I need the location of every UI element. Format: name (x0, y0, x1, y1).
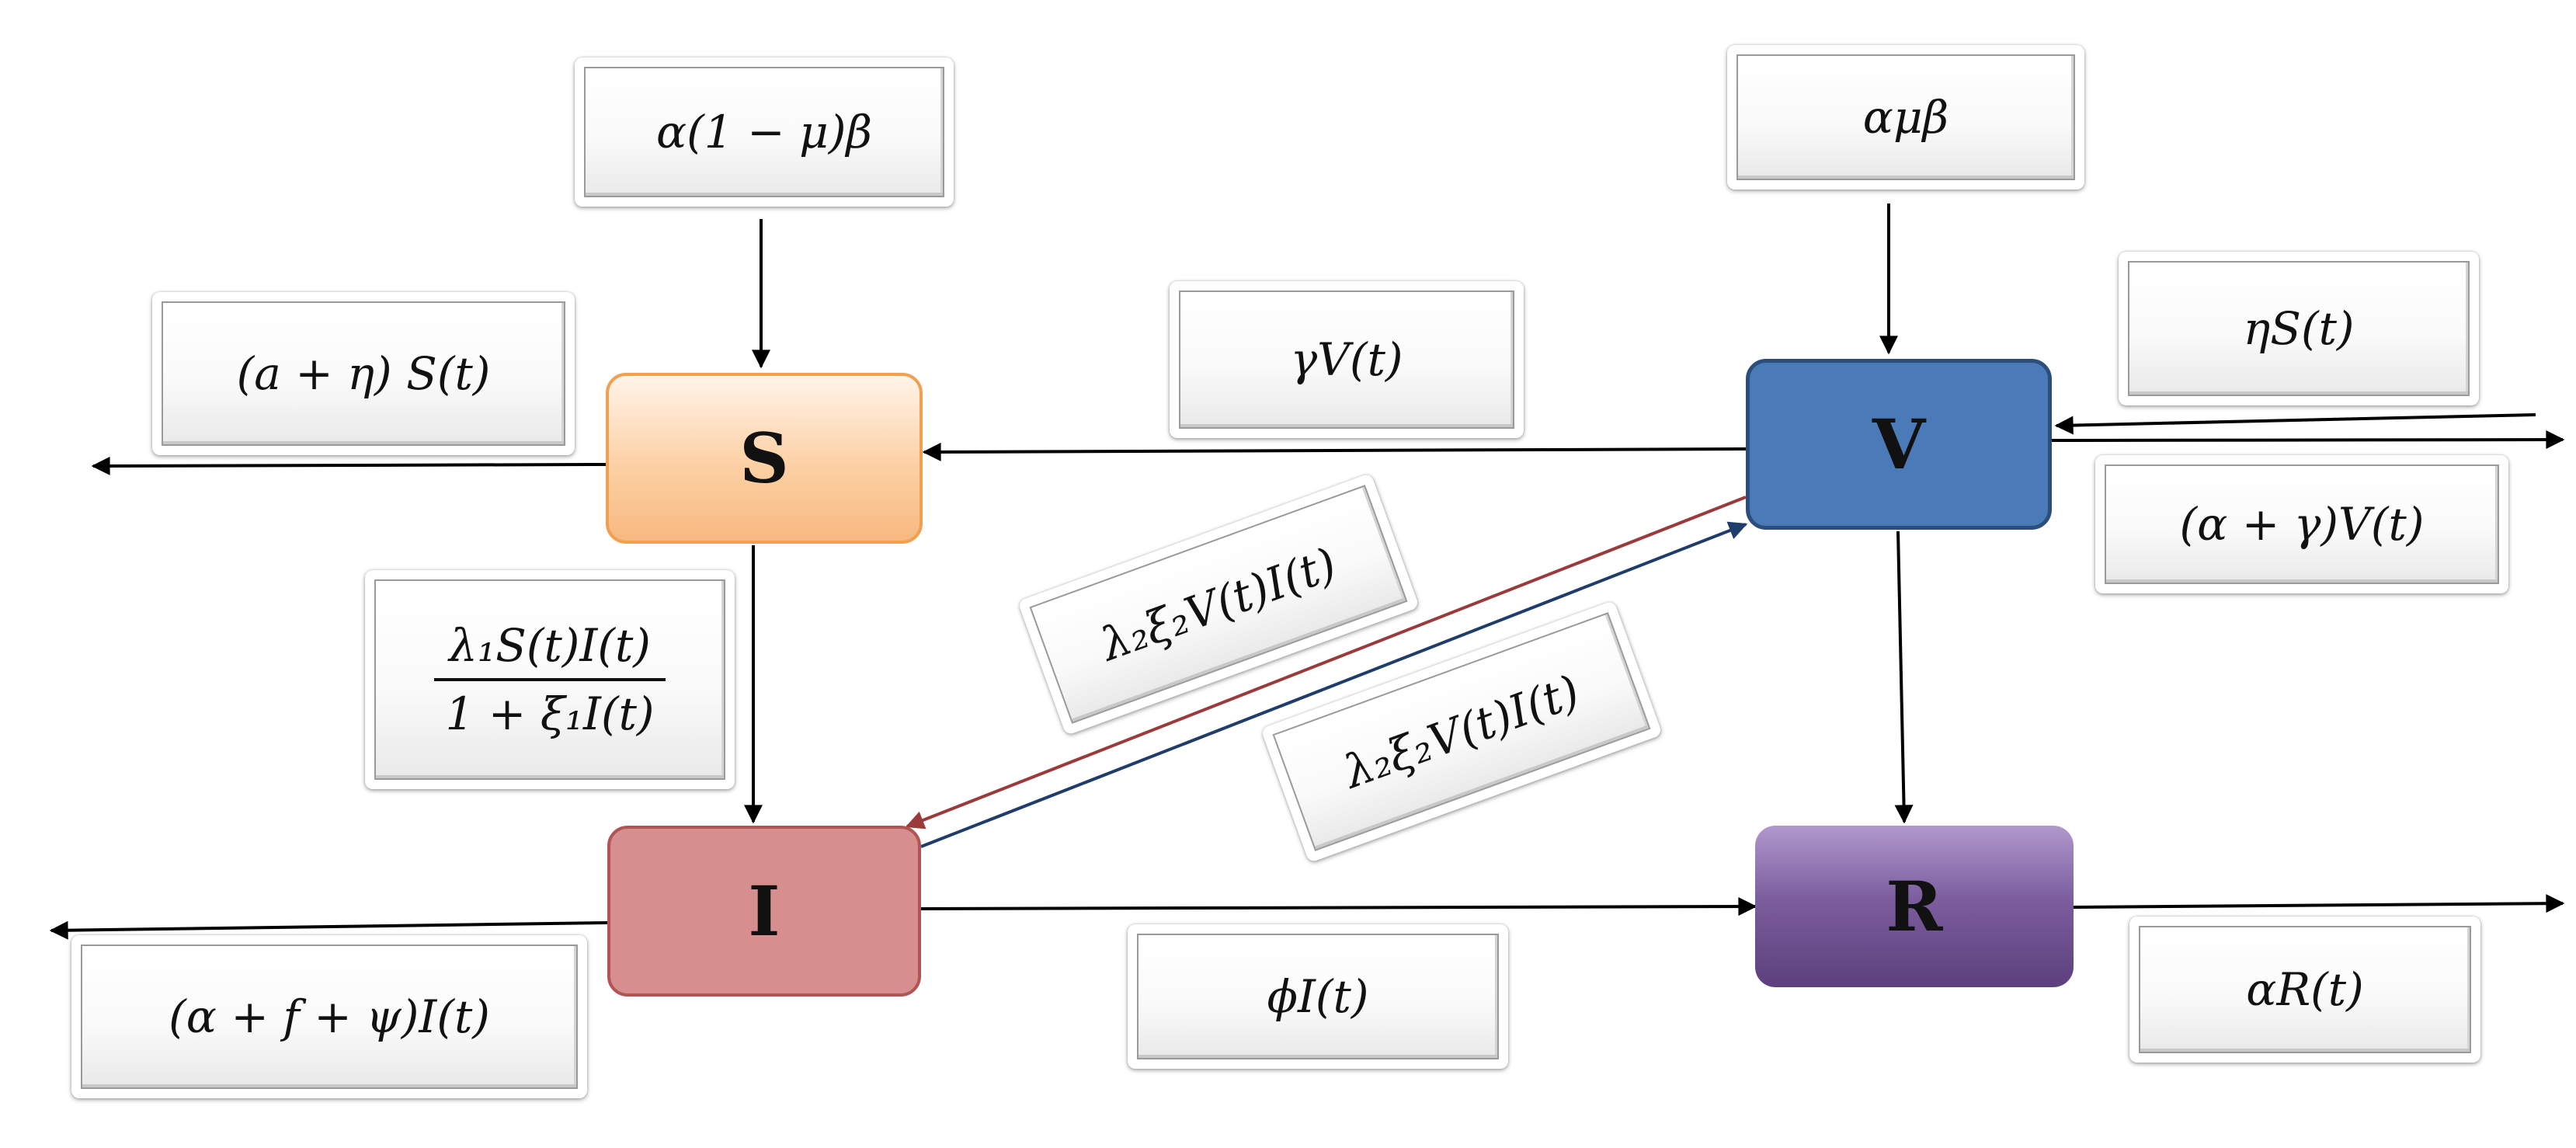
s-outflow-arrow (91, 456, 607, 475)
v-recruitment-rate: αμβ (1736, 54, 2075, 180)
s-recruitment-rate: α(1 − μ)β (584, 67, 944, 197)
fraction-bar (434, 678, 666, 681)
s-to-v-rate-box: ηS(t) (2119, 252, 2479, 405)
i-to-r-rate-box: ϕI(t) (1128, 924, 1508, 1069)
s-to-i-fraction: λ₁S(t)I(t) 1 + ξ₁I(t) (434, 619, 666, 740)
i-outflow-rate: (α + f + ψ)I(t) (81, 944, 578, 1089)
s-to-v-rate: ηS(t) (2128, 261, 2470, 396)
compartment-v: V (1746, 359, 2052, 530)
v-to-r-arrow (1894, 531, 1914, 824)
s-recruitment-rate-box: α(1 − μ)β (575, 57, 954, 207)
v-recruitment-rate-box: αμβ (1727, 45, 2084, 190)
s-outflow-rate-box: (a + η) S(t) (152, 292, 575, 455)
v-to-s-rate-box: γV(t) (1170, 281, 1524, 438)
s-to-i-numerator: λ₁S(t)I(t) (449, 619, 651, 672)
s-to-i-rate-box: λ₁S(t)I(t) 1 + ξ₁I(t) (365, 570, 735, 789)
compartment-v-label: V (1872, 404, 1926, 485)
v-to-s-arrow (922, 442, 1747, 461)
v-outflow-rate-box: (α + γ)V(t) (2095, 455, 2508, 593)
i-to-v-arrow (920, 521, 1748, 848)
compartment-s-label: S (739, 418, 789, 499)
r-outflow-rate-box: αR(t) (2129, 917, 2480, 1063)
v-to-i-arrow (905, 496, 1747, 830)
compartment-i: I (607, 826, 921, 997)
compartment-r: R (1755, 826, 2074, 987)
compartment-s: S (606, 373, 923, 544)
i-outflow-rate-box: (α + f + ψ)I(t) (71, 935, 587, 1098)
s-outflow-rate: (a + η) S(t) (162, 301, 565, 446)
v-outflow-rate: (α + γ)V(t) (2105, 464, 2499, 584)
r-outflow-arrow (2073, 894, 2565, 913)
i-outflow-arrow (49, 920, 608, 940)
s-to-i-rate: λ₁S(t)I(t) 1 + ξ₁I(t) (374, 579, 725, 780)
s-to-i-denominator: 1 + ξ₁I(t) (445, 687, 655, 740)
compartment-r-label: R (1886, 866, 1943, 947)
r-outflow-rate: αR(t) (2139, 926, 2471, 1053)
v-to-s-rate: γV(t) (1179, 290, 1514, 429)
i-to-r-arrow (920, 897, 1757, 917)
i-to-r-rate: ϕI(t) (1137, 934, 1499, 1059)
compartment-i-label: I (748, 871, 780, 951)
s-to-v-arrow (2054, 413, 2536, 435)
